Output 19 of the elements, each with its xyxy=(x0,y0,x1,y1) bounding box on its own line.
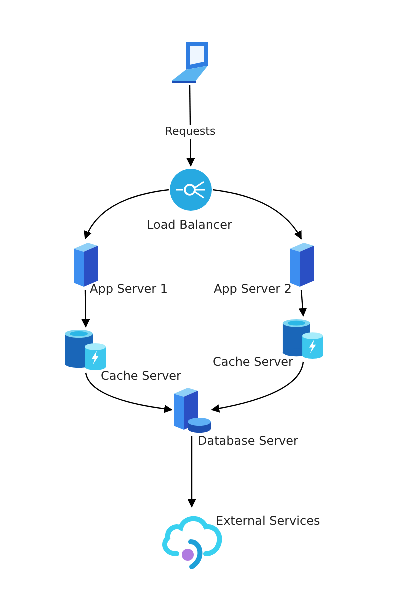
arrow xyxy=(212,189,302,240)
arrow xyxy=(82,290,90,328)
node-caption: Load Balancer xyxy=(147,218,232,233)
arrow xyxy=(85,372,173,414)
node-caption: Database Server xyxy=(198,434,298,449)
node-caption: Cache Server xyxy=(213,355,294,370)
load-balancer-icon xyxy=(169,168,213,212)
edge-label: Requests xyxy=(164,124,217,138)
database-server-icon xyxy=(172,386,212,434)
cache-database-icon xyxy=(64,329,108,371)
node-caption: Cache Server xyxy=(101,369,182,384)
node-caption: External Services xyxy=(216,514,320,529)
arrow xyxy=(84,189,170,240)
node-caption: App Server 1 xyxy=(90,282,168,297)
arrow xyxy=(298,290,308,317)
laptop-icon xyxy=(170,40,210,83)
node-caption: App Server 2 xyxy=(214,282,292,297)
arrow xyxy=(211,362,304,413)
arrow xyxy=(188,436,196,508)
